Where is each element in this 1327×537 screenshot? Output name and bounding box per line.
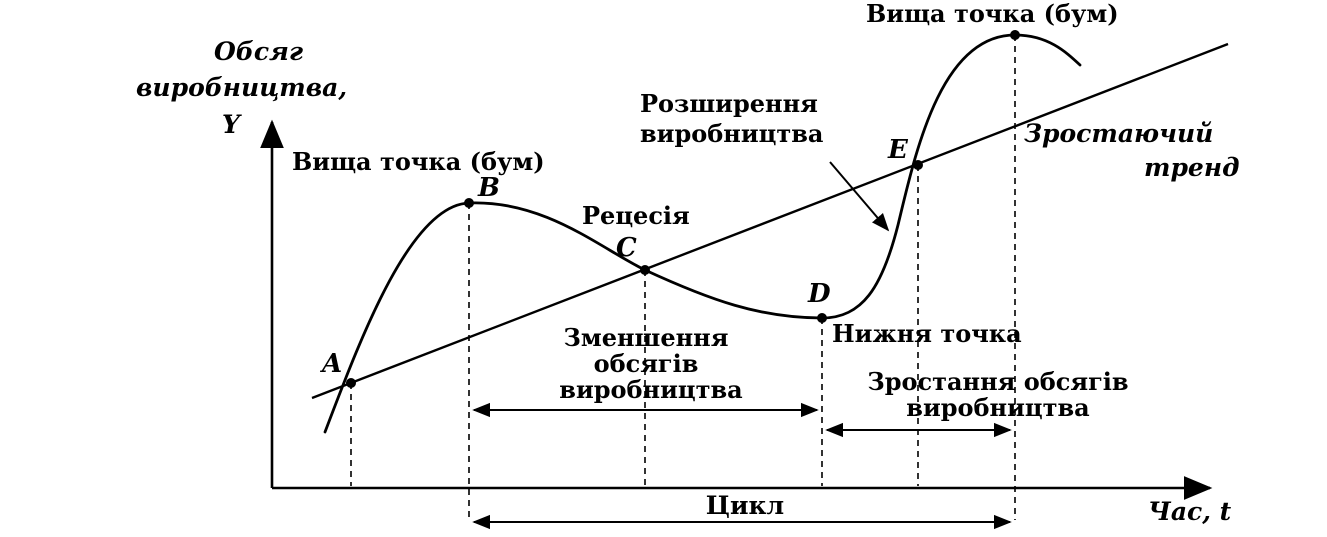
point-b-label: B [477,173,500,203]
point-d-label: D [807,279,831,309]
point-b-dot [464,198,474,208]
point-a-label: A [319,349,342,379]
y-axis-label-line2: виробництва, [136,73,347,102]
point-d-dot [817,313,827,323]
expansion-label-line2: виробництва [640,119,823,148]
peak-b-label: Вища точка (бум) [292,147,545,176]
decline-label-line1: Зменшення [564,323,729,352]
trend-label-line2: тренд [1144,153,1239,182]
cycle-label: Цикл [706,491,784,520]
peak-top-label: Вища точка (бум) [866,0,1119,28]
decline-label-line3: виробництва [559,375,742,404]
recession-label: Рецесія [582,201,690,230]
point-c-dot [640,265,650,275]
growth-label-line1: Зростання обсягів [867,367,1128,396]
business-cycle-curve [323,33,1082,434]
y-axis-symbol: Y [222,110,242,139]
trend-line [311,42,1229,400]
expansion-pointer-arrow [829,161,890,232]
point-e-dot [913,160,923,170]
y-axis-label-line1: Обсяг [214,37,303,66]
point-e-label: E [887,135,909,165]
point-a-dot [346,378,356,388]
expansion-label-line1: Розширення [640,89,818,118]
trough-label: Нижня точка [832,319,1022,348]
decline-label-line2: обсягів [594,349,699,378]
growth-label-line2: виробництва [906,393,1089,422]
point-c-label: C [616,233,637,263]
point-peak-dot [1010,30,1020,40]
x-axis-label: Час, t [1148,497,1232,526]
trend-label-line1: Зростаючий [1024,119,1213,148]
